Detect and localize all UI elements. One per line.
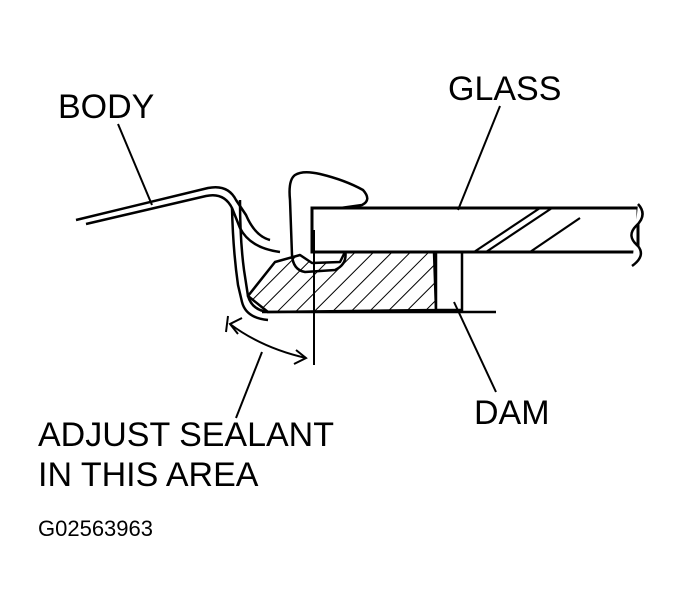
glass-label: GLASS bbox=[448, 70, 562, 108]
adjust-sealant-label-line1: ADJUST SEALANT bbox=[38, 416, 335, 454]
figure-code: G02563963 bbox=[38, 516, 153, 541]
body-label: BODY bbox=[58, 88, 155, 126]
sealant-hatched bbox=[246, 250, 438, 314]
dam-strip bbox=[434, 250, 464, 312]
body-panel bbox=[75, 186, 281, 322]
body-leader bbox=[117, 123, 153, 206]
leader-lines bbox=[117, 105, 501, 419]
adjust-leader bbox=[235, 351, 263, 419]
adjust-sealant-label-line2: IN THIS AREA bbox=[38, 456, 259, 494]
dam-leader bbox=[453, 301, 497, 393]
glass-leader bbox=[457, 105, 501, 211]
dam-label: DAM bbox=[474, 394, 550, 432]
adjust-area-dimension bbox=[225, 315, 308, 365]
glass-panel bbox=[310, 203, 644, 268]
